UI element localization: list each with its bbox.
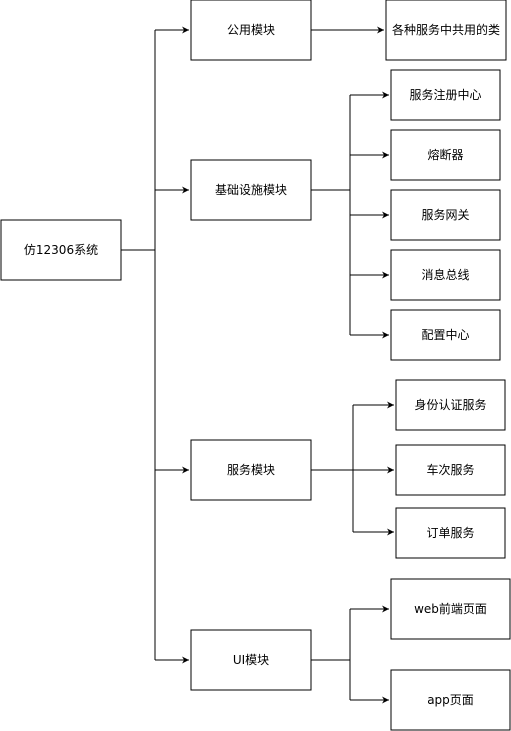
node-module-infrastructure-label: 基础设施模块 bbox=[215, 183, 287, 197]
node-circuit-breaker: 熔断器 bbox=[390, 129, 501, 181]
node-auth-service: 身份认证服务 bbox=[395, 379, 506, 431]
node-root-label: 仿12306系统 bbox=[24, 243, 98, 257]
node-module-common: 公用模块 bbox=[190, 0, 312, 61]
node-module-services: 服务模块 bbox=[190, 439, 312, 501]
node-module-services-label: 服务模块 bbox=[227, 462, 275, 477]
node-api-gateway: 服务网关 bbox=[390, 189, 501, 241]
connector-service-trunk bbox=[311, 405, 354, 532]
node-api-gateway-label: 服务网关 bbox=[421, 207, 469, 222]
node-service-registry-label: 服务注册中心 bbox=[409, 87, 481, 102]
node-app-page: app页面 bbox=[390, 669, 511, 731]
connector-root-trunk bbox=[121, 30, 156, 660]
connector-ui-trunk bbox=[311, 609, 351, 700]
node-module-ui: UI模块 bbox=[190, 629, 312, 691]
node-train-service-label: 车次服务 bbox=[426, 462, 474, 477]
node-shared-classes-label: 各种服务中共用的类 bbox=[392, 22, 500, 37]
node-order-service: 订单服务 bbox=[395, 507, 506, 559]
node-shared-classes: 各种服务中共用的类 bbox=[385, 0, 507, 61]
node-app-page-label: app页面 bbox=[427, 693, 474, 707]
node-config-center-label: 配置中心 bbox=[421, 327, 469, 342]
node-module-common-label: 公用模块 bbox=[227, 23, 275, 37]
node-web-frontend: web前端页面 bbox=[390, 578, 511, 640]
node-message-bus-label: 消息总线 bbox=[421, 267, 469, 282]
node-auth-service-label: 身份认证服务 bbox=[414, 397, 486, 412]
node-train-service: 车次服务 bbox=[395, 444, 506, 496]
node-service-registry: 服务注册中心 bbox=[390, 69, 501, 121]
node-module-ui-label: UI模块 bbox=[233, 653, 269, 667]
node-module-infrastructure: 基础设施模块 bbox=[190, 159, 312, 221]
connectors bbox=[121, 26, 394, 704]
connector-infra-trunk bbox=[311, 95, 351, 335]
node-web-frontend-label: web前端页面 bbox=[414, 601, 487, 616]
node-message-bus: 消息总线 bbox=[390, 249, 501, 301]
node-config-center: 配置中心 bbox=[390, 309, 501, 361]
node-circuit-breaker-label: 熔断器 bbox=[427, 147, 463, 162]
node-root: 仿12306系统 bbox=[0, 219, 122, 281]
node-order-service-label: 订单服务 bbox=[426, 525, 474, 540]
